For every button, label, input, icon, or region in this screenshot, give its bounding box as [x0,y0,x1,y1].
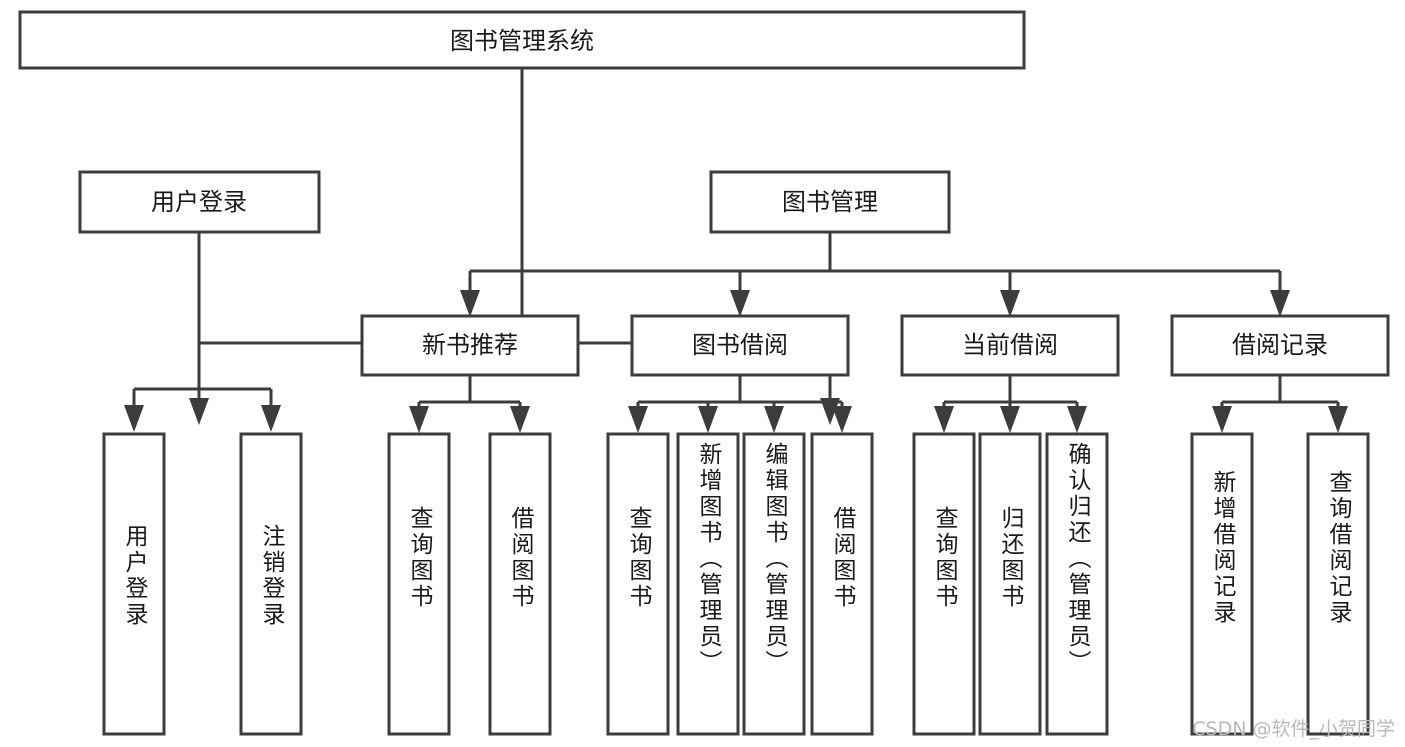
node-box-leaf-book-borrow-1[interactable] [676,432,740,736]
arrow-icon-leaf-book-borrow-3 [832,406,852,433]
node-box-user-login[interactable] [78,170,321,234]
node-label-borrow-record: 借阅记录 [1232,331,1328,359]
node-box-leaf-new-book-0[interactable] [387,432,451,736]
arrow-icon-book-manage [820,398,840,425]
arrow-icon-new-book-recommend [460,290,480,317]
arrowheads-level1 [189,398,840,425]
node-box-book-manage[interactable] [709,170,951,234]
node-box-leaf-borrow-record-1[interactable] [1306,432,1370,736]
arrow-icon-leaf-current-borrow-1 [1000,406,1020,433]
node-label-current-borrow: 当前借阅 [962,331,1058,359]
connector-group-book-borrow [628,375,852,433]
node-label-new-book-recommend: 新书推荐 [422,331,518,359]
arrow-icon-leaf-borrow-record-0 [1212,406,1232,433]
node-box-leaf-book-borrow-3[interactable] [810,432,874,736]
arrow-icon-leaf-user-login-0 [124,405,144,432]
node-box-leaf-current-borrow-2[interactable] [1045,432,1109,736]
node-label-book-manage: 图书管理 [782,188,878,216]
arrow-icon-current-borrow [1000,290,1020,317]
node-label-user-login: 用户登录 [151,188,247,216]
arrow-icon-borrow-record [1270,290,1290,317]
node-box-borrow-record[interactable] [1170,314,1390,377]
node-label-root: 图书管理系统 [450,27,594,55]
node-box-leaf-current-borrow-0[interactable] [912,432,976,736]
node-box-book-borrow[interactable] [630,314,850,377]
node-box-current-borrow[interactable] [900,314,1120,377]
node-box-new-book-recommend[interactable] [360,314,580,377]
node-box-leaf-book-borrow-0[interactable] [606,432,670,736]
node-label-book-borrow: 图书借阅 [692,331,788,359]
arrow-icon-leaf-book-borrow-0 [628,406,648,433]
node-box-leaf-book-borrow-2[interactable] [742,432,806,736]
node-box-leaf-new-book-1[interactable] [488,432,552,736]
arrow-icon-leaf-new-book-1 [510,406,530,433]
arrow-icon-leaf-new-book-0 [409,406,429,433]
connector-group-current-borrow [934,375,1087,433]
arrow-icon-leaf-current-borrow-2 [1067,406,1087,433]
arrow-icon-leaf-borrow-record-1 [1328,406,1348,433]
arrow-icon-leaf-user-login-1 [261,405,281,432]
arrow-icon-book-borrow [730,290,750,317]
node-box-root[interactable] [18,10,1026,70]
arrow-icon-leaf-book-borrow-1 [698,406,718,433]
node-box-leaf-user-login-0[interactable] [102,432,166,736]
arrow-icon-leaf-book-borrow-2 [764,406,784,433]
connector-group-borrow-record [1212,375,1348,433]
arrow-icon-leaf-current-borrow-0 [934,406,954,433]
connector-group-new-book-recommend [409,375,530,433]
connector-group-user-login [124,232,281,432]
connector-group-book-manage [460,232,1290,317]
node-box-leaf-borrow-record-0[interactable] [1190,432,1254,736]
node-box-leaf-current-borrow-1[interactable] [978,432,1042,736]
arrow-icon-user-login [189,398,209,425]
node-box-leaf-user-login-1[interactable] [239,432,303,736]
